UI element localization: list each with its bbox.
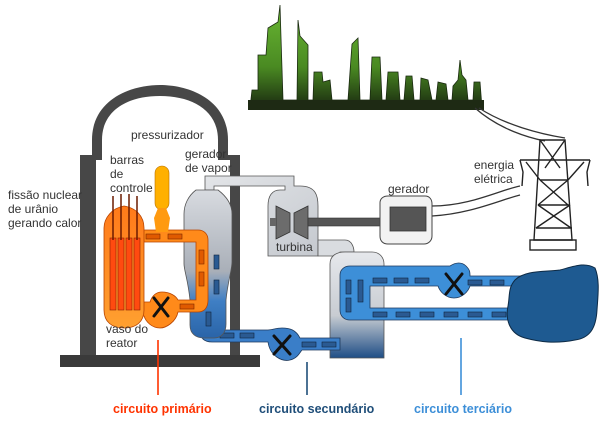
secondary-circuit bbox=[199, 315, 341, 361]
turbine-label: turbina bbox=[276, 240, 313, 254]
generator-label: gerador bbox=[388, 182, 430, 196]
pump-icon bbox=[152, 296, 170, 318]
pressurizer bbox=[154, 165, 170, 232]
city-skyline bbox=[248, 4, 484, 110]
generator-icon bbox=[379, 195, 433, 245]
steam-generator-label: gerador de vapor bbox=[185, 147, 232, 175]
water-body bbox=[506, 264, 599, 343]
containment-building bbox=[60, 85, 260, 367]
reactor-vessel bbox=[103, 194, 145, 329]
tertiary-circuit bbox=[339, 262, 521, 321]
fission-label: fissão nuclear de urânio gerando calor bbox=[8, 188, 83, 230]
primary-circuit bbox=[139, 229, 209, 329]
pressurizer-label: pressurizador bbox=[131, 128, 204, 142]
electric-energy-label: energia elétrica bbox=[474, 158, 515, 186]
steam-line bbox=[204, 175, 319, 257]
control-rods bbox=[112, 194, 138, 240]
turbine-icon bbox=[270, 205, 391, 240]
secondary-circuit-caption: circuito secundário bbox=[259, 402, 375, 416]
pump-icon bbox=[272, 334, 292, 356]
primary-circuit-caption: circuito primário bbox=[113, 402, 212, 416]
control-rods-label: barras de controle bbox=[110, 153, 153, 195]
reactor-vessel-label: vaso do reator bbox=[106, 322, 149, 350]
transmission-tower-icon bbox=[519, 139, 591, 251]
tertiary-circuit-caption: circuito terciário bbox=[414, 402, 512, 416]
pump-icon bbox=[444, 272, 464, 296]
